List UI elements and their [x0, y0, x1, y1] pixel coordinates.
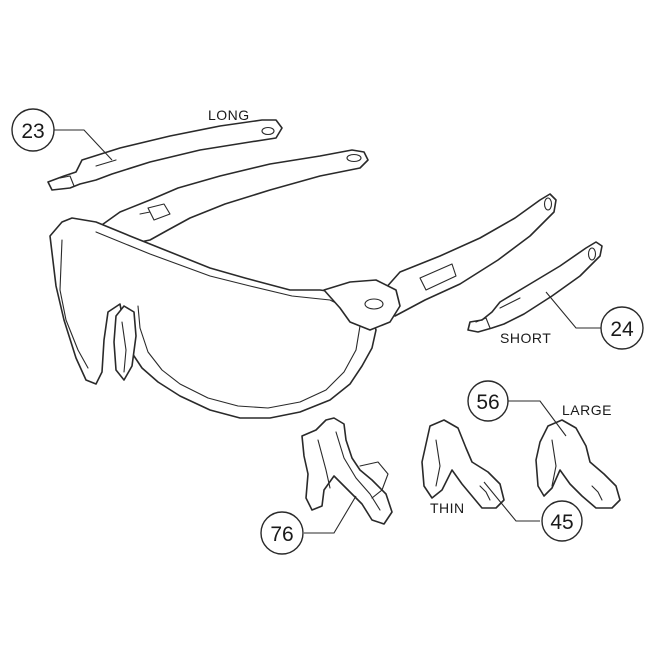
callout-45: 45 THIN [430, 481, 583, 542]
callout-45-leader [483, 481, 540, 522]
callout-45-variant-label: THIN [430, 500, 465, 516]
callout-23-variant-label: LONG [208, 107, 250, 123]
lens-edge-left [59, 239, 89, 369]
callout-23-circle [11, 108, 55, 152]
callout-56-leader [508, 400, 567, 437]
nosepad-large-ridges [551, 439, 603, 501]
temple-sleeve-short-tip [475, 297, 521, 329]
temple-arm-right-hole [346, 153, 362, 163]
temple-sleeve-short-hole [587, 247, 597, 261]
nosepad-large [535, 419, 621, 509]
callout-56-variant-label: LARGE [562, 402, 612, 418]
sunglasses-frame [49, 149, 557, 419]
temple-arm-right-hinge [139, 203, 171, 221]
lens-inner-edge [95, 231, 361, 409]
frame-logo-oval [364, 298, 384, 310]
lens-shield [49, 217, 377, 419]
callout-56-number: 56 [476, 391, 499, 414]
mounted-nosepad-ridge [121, 321, 127, 373]
hinge-block [323, 279, 401, 331]
callout-45-circle [541, 500, 583, 542]
callout-24: 24 SHORT [500, 291, 644, 350]
temple-arm-left-hinge [419, 263, 457, 291]
callout-56-circle [467, 380, 509, 422]
callout-23-number: 23 [21, 120, 44, 143]
nosepad-thin [421, 419, 505, 509]
callout-76: 76 [260, 495, 357, 555]
nose-bridge-clip-tab [359, 461, 389, 499]
nose-bridge-clip [301, 417, 393, 525]
nosepad-thin-ridges [435, 439, 491, 501]
callout-56: 56 LARGE [467, 380, 612, 437]
callout-23-leader [54, 129, 113, 161]
temple-sleeve-long-hole [261, 126, 275, 136]
temple-sleeve-long-tip [59, 159, 117, 187]
callout-76-leader [304, 495, 357, 534]
temple-arm-right [91, 149, 369, 245]
nose-bridge-clip-ridges [317, 431, 381, 511]
callout-76-circle [260, 511, 304, 555]
temple-sleeve-short [467, 241, 603, 333]
callout-45-number: 45 [550, 511, 573, 534]
callout-76-number: 76 [270, 523, 293, 546]
callout-24-variant-label: SHORT [500, 330, 551, 346]
callout-24-circle [600, 306, 644, 350]
temple-sleeve-long [47, 119, 283, 191]
callout-24-leader [545, 291, 602, 329]
temple-arm-left-hole [543, 197, 553, 211]
callout-23: 23 LONG [11, 107, 250, 161]
callout-24-number: 24 [610, 318, 634, 341]
